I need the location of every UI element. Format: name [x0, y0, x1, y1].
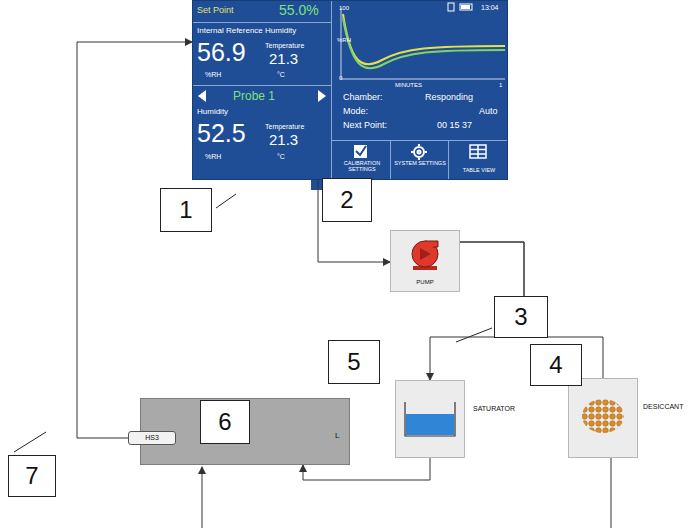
node-text: °C: [277, 71, 285, 79]
node-text: Auto: [479, 107, 498, 117]
battery-level: [461, 5, 470, 9]
callout-number: 1: [160, 188, 212, 232]
inlet-line: [202, 467, 203, 528]
right-arrow: [318, 90, 326, 102]
flow-line: [77, 42, 192, 438]
leader-line: [216, 194, 236, 208]
node-text: CALIBRATION SETTINGS: [334, 161, 390, 173]
gear-icon: [411, 144, 427, 160]
reference-panel: Internal Reference Humidity 56.9 Temperatu…: [193, 24, 332, 86]
saturator-box: SATURATOR: [395, 380, 465, 458]
node-text: 55.0%: [279, 3, 319, 18]
node-text: Set Point: [197, 6, 234, 16]
battery-icon: [460, 4, 472, 10]
menu-button: CALIBRATION SETTINGS: [333, 141, 391, 181]
node-text: 21.3: [269, 51, 298, 68]
node-text: 21.3: [269, 132, 298, 149]
node-text: °C: [277, 153, 285, 161]
callout-number: 2: [322, 178, 372, 222]
saturator-panel: [395, 380, 465, 458]
sd-icon: [448, 3, 454, 11]
desiccant-panel: [568, 378, 638, 458]
checkbox-icon: [354, 145, 367, 158]
node-text: 00 15 37: [437, 121, 472, 131]
device-screen: 13:04 Set Point 55.0% Internal Reference Hu…: [192, 0, 508, 180]
node-text: Mode:: [343, 107, 368, 117]
callout-number: 3: [494, 296, 548, 338]
node-text: PUMP: [392, 279, 458, 285]
node-text: Chamber:: [343, 93, 383, 103]
node-text: SATURATOR: [473, 405, 515, 413]
pump-box: PUMP: [390, 230, 460, 292]
node-text: 56.9: [197, 39, 246, 67]
pump-symbol: [412, 241, 438, 270]
screen-background: [192, 0, 508, 180]
node-text: Temperature: [265, 123, 304, 131]
screen-dividers: [192, 0, 508, 180]
chart-curve: [343, 14, 505, 64]
callout-number: 5: [328, 340, 380, 384]
menu-button: TABLE VIEW: [449, 141, 509, 181]
desiccant-beads: [582, 399, 624, 433]
probe-panel: Probe 1 Humidity 52.5 Temperature21.3 %RH °C: [193, 87, 332, 181]
flow-line: [303, 458, 430, 480]
menu-button: SYSTEM SETTINGS: [391, 141, 449, 181]
chart-curve: [343, 18, 505, 68]
setpoint-panel: Set Point 55.0%: [193, 1, 332, 23]
water: [406, 414, 454, 435]
leader-line: [14, 432, 46, 452]
chart-panel: 100 %RH 0MINUTES 1Chamber: RespondingMode: Au…: [333, 1, 509, 141]
callout-number: 4: [530, 344, 582, 386]
chart-axes: [341, 8, 505, 79]
pump-panel: [390, 230, 460, 292]
callout-number: 7: [8, 455, 56, 497]
desiccant-box: DESICCANT: [568, 378, 638, 458]
left-arrow: [198, 90, 206, 102]
node-text: 52.5: [197, 120, 246, 148]
leader-line: [456, 328, 492, 342]
node-text: SYSTEM SETTINGS: [392, 161, 448, 167]
node-text: %RH: [337, 37, 351, 44]
node-text: HS3: [130, 434, 174, 441]
node-text: Internal Reference Humidity: [197, 27, 296, 36]
node-text: Next Point:: [343, 121, 387, 131]
node-text: DESICCANT: [643, 403, 683, 411]
node-text: %RH: [205, 153, 221, 161]
node-text: Probe 1: [233, 90, 275, 103]
node-text: %RH: [205, 71, 221, 79]
node-text: L: [335, 432, 339, 441]
return-line: [611, 458, 612, 528]
table-icon: [470, 145, 486, 158]
node-text: MINUTES: [395, 82, 422, 89]
saturator-vessel: [405, 402, 455, 436]
node-text: 13:04: [481, 4, 499, 12]
node-text: Responding: [425, 93, 473, 103]
probe-hs3: HS3: [128, 431, 176, 445]
node-text: TABLE VIEW: [450, 168, 508, 174]
callout-number: 6: [200, 400, 250, 444]
node-text: 0: [339, 75, 342, 82]
node-text: 1: [499, 82, 502, 89]
node-text: 100: [339, 5, 349, 12]
node-text: Temperature: [265, 42, 304, 50]
node-text: Humidity: [197, 108, 228, 117]
